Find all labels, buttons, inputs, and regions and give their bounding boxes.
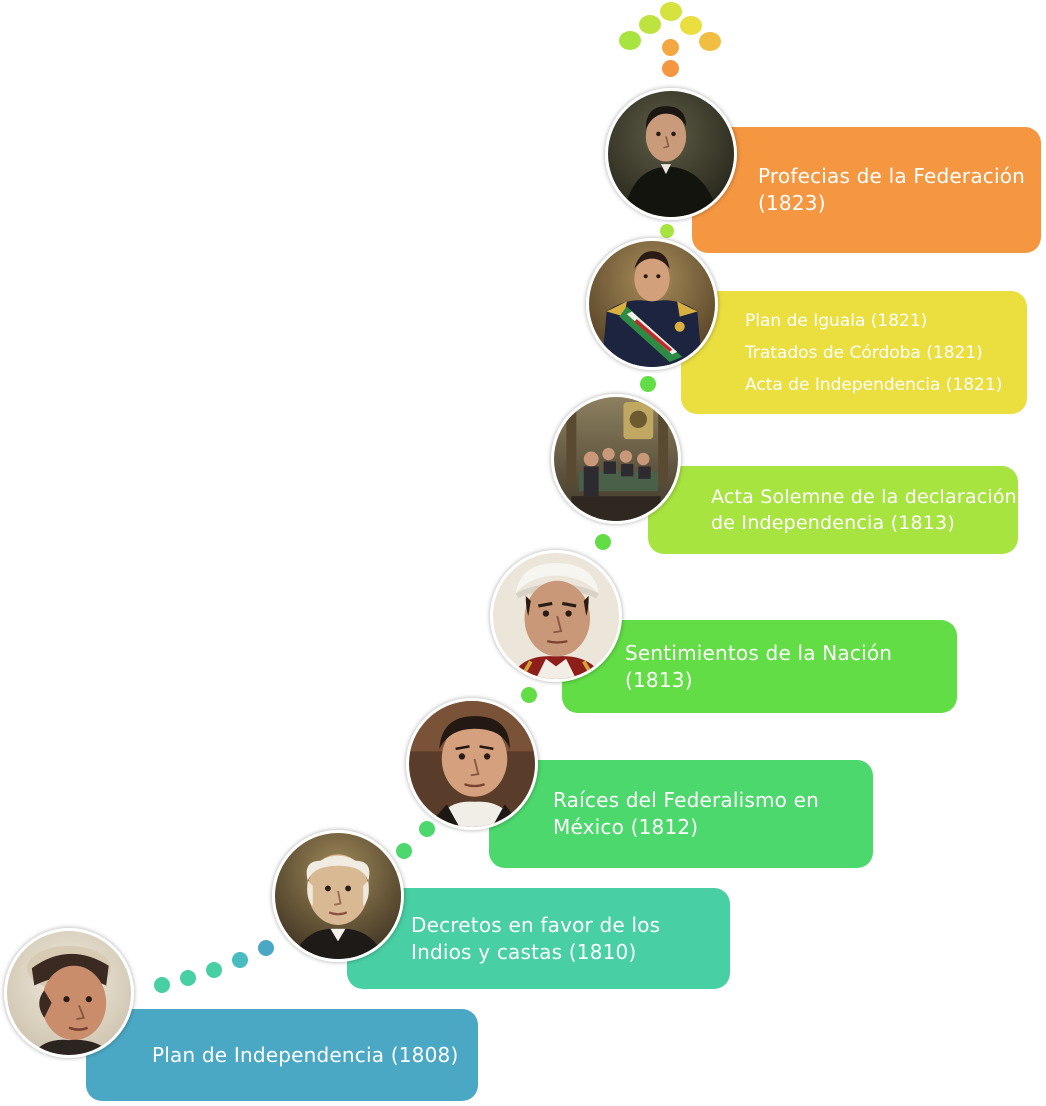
timeline-step-1823: Profecias de la Federación (1823) — [692, 127, 1041, 253]
portrait-1808 — [4, 928, 134, 1058]
portrait-image — [7, 931, 131, 1055]
step-label: Plan de Iguala (1821) Tratados de Córdob… — [745, 305, 1027, 401]
burst-dot — [680, 16, 702, 35]
connector-dot — [206, 962, 222, 978]
connector-dot — [232, 952, 248, 968]
step-line: Acta de Independencia (1821) — [745, 374, 1003, 395]
portrait-1810 — [272, 830, 404, 962]
burst-dot — [662, 39, 679, 56]
connector-dot — [180, 970, 196, 986]
connector-dot — [396, 843, 412, 859]
portrait-image — [554, 397, 678, 521]
connector-dot — [258, 940, 274, 956]
step-label: Sentimientos de la Nación (1813) — [625, 640, 893, 692]
portrait-image — [589, 241, 715, 367]
connector-dot — [595, 534, 611, 550]
connector-dot — [660, 224, 674, 238]
portrait-image — [493, 553, 619, 679]
step-label: Profecias de la Federación (1823) — [758, 164, 1026, 215]
step-label: Acta Solemne de la declaración de Indepe… — [711, 486, 1017, 534]
portrait-1823 — [605, 88, 737, 220]
step-label: Raíces del Federalismo en México (1812) — [553, 788, 820, 839]
step-label: Plan de Independencia (1808) — [152, 1042, 459, 1067]
burst-dot — [699, 32, 721, 51]
burst-dot — [662, 60, 679, 77]
step-line: Tratados de Córdoba (1821) — [745, 342, 983, 363]
timeline-step-1821: Plan de Iguala (1821) Tratados de Córdob… — [681, 291, 1027, 414]
portrait-image — [608, 91, 734, 217]
portrait-image — [275, 833, 401, 959]
portrait-1813-acta — [551, 394, 681, 524]
timeline-step-1810: Decretos en favor de los Indios y castas… — [347, 888, 730, 989]
burst-dot — [619, 31, 641, 50]
portrait-1813-sentimientos — [490, 550, 622, 682]
connector-dot — [521, 687, 537, 703]
portrait-1821 — [586, 238, 718, 370]
timeline-step-1813-sentimientos: Sentimientos de la Nación (1813) — [562, 620, 957, 713]
burst-dot — [639, 15, 661, 34]
burst-dot — [660, 2, 682, 21]
timeline-step-1812: Raíces del Federalismo en México (1812) — [489, 760, 873, 868]
portrait-image — [409, 701, 535, 827]
timeline-step-1813-acta: Acta Solemne de la declaración de Indepe… — [648, 466, 1018, 554]
step-label: Decretos en favor de los Indios y castas… — [411, 912, 661, 964]
portrait-1812 — [406, 698, 538, 830]
step-line: Plan de Iguala (1821) — [745, 310, 928, 331]
timeline-step-1808: Plan de Independencia (1808) — [86, 1009, 478, 1101]
connector-dot — [640, 376, 656, 392]
connector-dot — [419, 821, 435, 837]
connector-dot — [154, 977, 170, 993]
